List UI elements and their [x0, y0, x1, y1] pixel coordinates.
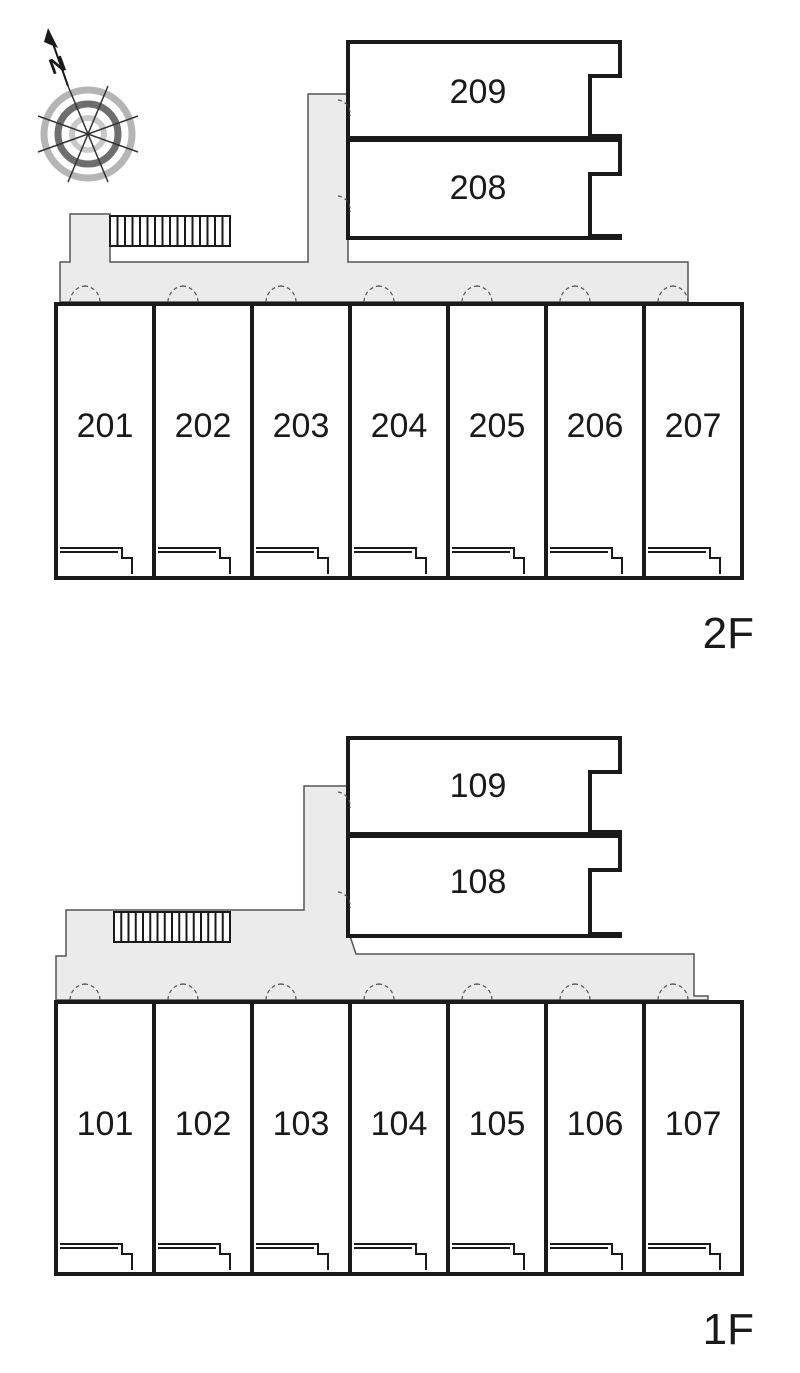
unit-108[interactable]: 108	[346, 834, 622, 938]
unit-109[interactable]: 109	[346, 736, 622, 836]
compass-icon: N	[37, 28, 139, 183]
stair-1f	[113, 911, 231, 943]
unit-204[interactable]: 204	[348, 285, 450, 580]
unit-label: 106	[567, 1105, 624, 1143]
unit-label: 204	[371, 407, 428, 445]
unit-label: 205	[469, 407, 526, 445]
unit-206[interactable]: 206	[544, 285, 646, 580]
unit-202[interactable]: 202	[152, 285, 254, 580]
floor-1f: 109 108 101 102 103 104 105 106 107 1F	[54, 736, 754, 1354]
unit-label: 201	[77, 407, 134, 445]
unit-label: 208	[450, 169, 507, 207]
unit-102[interactable]: 102	[152, 983, 254, 1276]
unit-label: 207	[665, 407, 722, 445]
floor-2f: 209 208 201 202 203 204 205 206 207 2F	[54, 40, 754, 658]
floor-label-2f: 2F	[703, 609, 754, 658]
unit-107[interactable]: 107	[642, 983, 744, 1276]
unit-label: 203	[273, 407, 330, 445]
unit-label: 104	[371, 1105, 428, 1143]
unit-label: 103	[273, 1105, 330, 1143]
unit-103[interactable]: 103	[250, 983, 352, 1276]
unit-label: 209	[450, 73, 507, 111]
floor-label-1f: 1F	[703, 1305, 754, 1354]
unit-205[interactable]: 205	[446, 285, 548, 580]
unit-label: 206	[567, 407, 624, 445]
unit-label: 109	[450, 767, 507, 805]
corridor-2f	[59, 93, 689, 303]
unit-label: 202	[175, 407, 232, 445]
unit-105[interactable]: 105	[446, 983, 548, 1276]
unit-label: 102	[175, 1105, 232, 1143]
corridor-1f	[55, 785, 709, 1001]
unit-203[interactable]: 203	[250, 285, 352, 580]
unit-label: 107	[665, 1105, 722, 1143]
unit-207[interactable]: 207	[642, 285, 744, 580]
unit-101[interactable]: 101	[54, 983, 156, 1276]
unit-label: 108	[450, 863, 507, 901]
unit-104[interactable]: 104	[348, 983, 450, 1276]
unit-208[interactable]: 208	[346, 138, 622, 240]
unit-201[interactable]: 201	[54, 285, 156, 580]
unit-label: 105	[469, 1105, 526, 1143]
unit-209[interactable]: 209	[346, 40, 622, 140]
unit-label: 101	[77, 1105, 134, 1143]
unit-106[interactable]: 106	[544, 983, 646, 1276]
stair-2f	[109, 215, 231, 247]
compass-north-label: N	[46, 50, 69, 79]
